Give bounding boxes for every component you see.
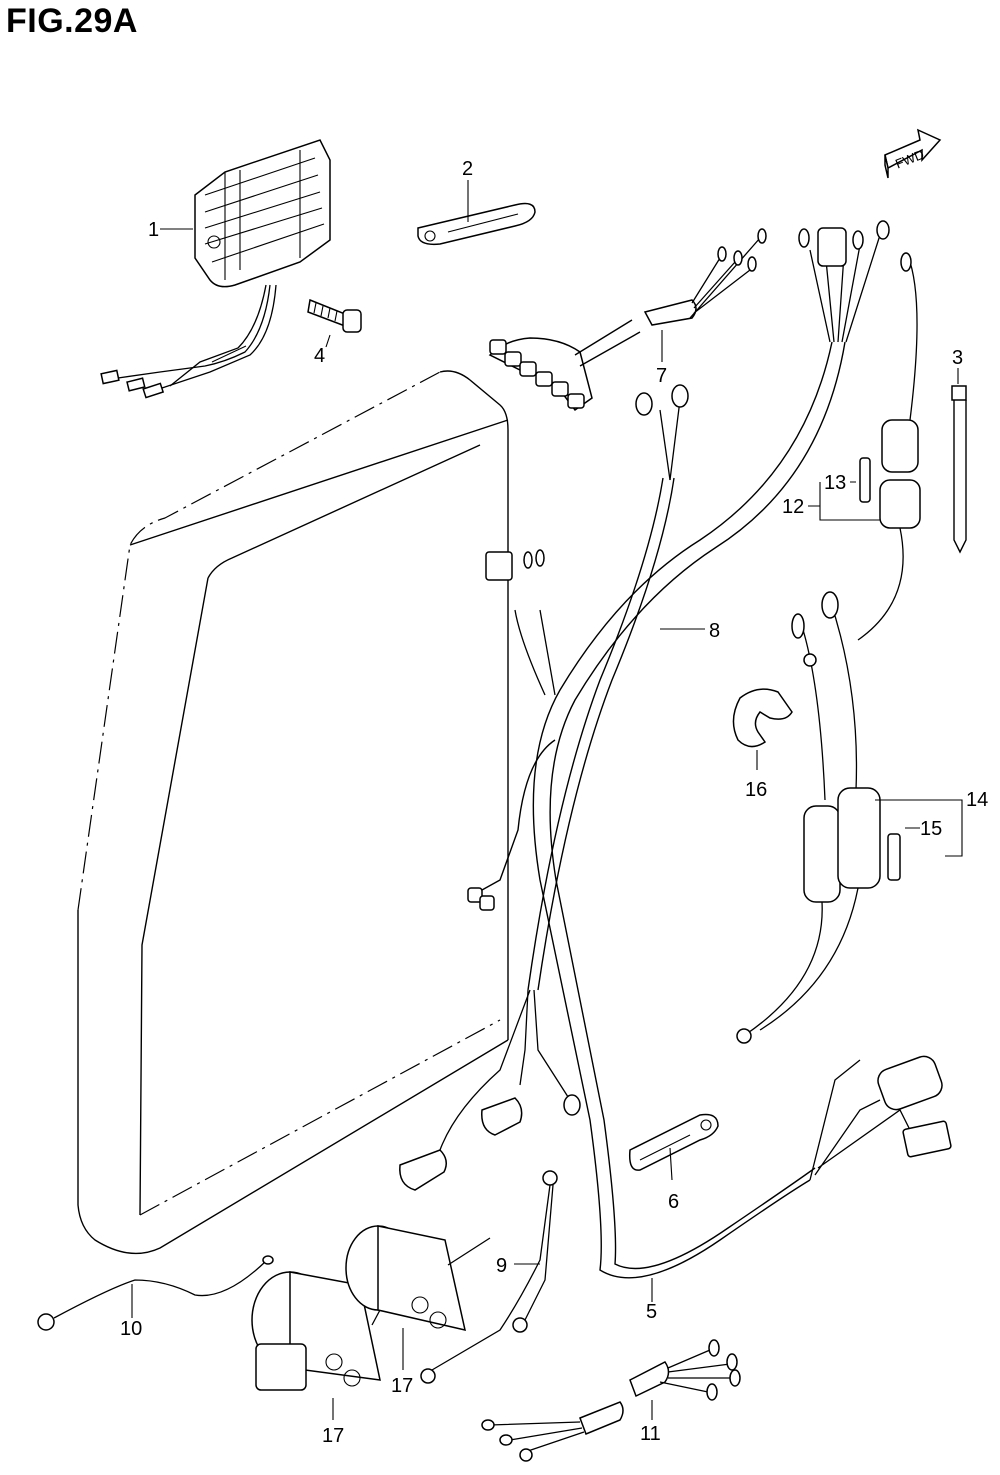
- callout-13: 13: [824, 472, 846, 494]
- bracket: [628, 1113, 719, 1171]
- callout-17-lower: 17: [322, 1425, 344, 1447]
- callout-17-upper: 17: [391, 1375, 413, 1397]
- harness-8: [399, 384, 689, 1191]
- callout-2: 2: [462, 158, 473, 180]
- callout-5: 5: [646, 1301, 657, 1323]
- ground-lead-9: [420, 1170, 558, 1384]
- relays-17: [251, 1225, 491, 1391]
- callout-1: 1: [148, 219, 159, 241]
- sub-harness-11: [481, 1339, 741, 1462]
- clamp-plate: [417, 202, 536, 246]
- fuse-holder-14: [736, 591, 901, 1044]
- electrical-panel-outline: [77, 370, 509, 1255]
- fuse-holder-12: [857, 252, 921, 641]
- callout-10: 10: [120, 1318, 142, 1340]
- callout-7: 7: [656, 365, 667, 387]
- fwd-arrow-icon: FWD: [884, 128, 942, 179]
- connector-harness-7: [488, 228, 767, 412]
- callout-14: 14: [966, 789, 988, 811]
- callout-12: 12: [782, 496, 804, 518]
- ground-wire-10: [37, 1255, 274, 1331]
- callout-9: 9: [496, 1255, 507, 1277]
- tie-strap: [951, 385, 967, 554]
- clip: [732, 688, 793, 748]
- callout-11: 11: [640, 1423, 661, 1445]
- figure-title: FIG.29A: [6, 2, 138, 40]
- bolt: [307, 298, 362, 333]
- callout-15: 15: [920, 818, 942, 840]
- rectifier-regulator: [100, 139, 331, 399]
- callout-4: 4: [314, 345, 325, 367]
- callout-16: 16: [745, 779, 767, 801]
- callout-8: 8: [709, 620, 720, 642]
- harness-5: [467, 220, 952, 1279]
- callout-6: 6: [668, 1191, 679, 1213]
- callout-3: 3: [952, 347, 963, 369]
